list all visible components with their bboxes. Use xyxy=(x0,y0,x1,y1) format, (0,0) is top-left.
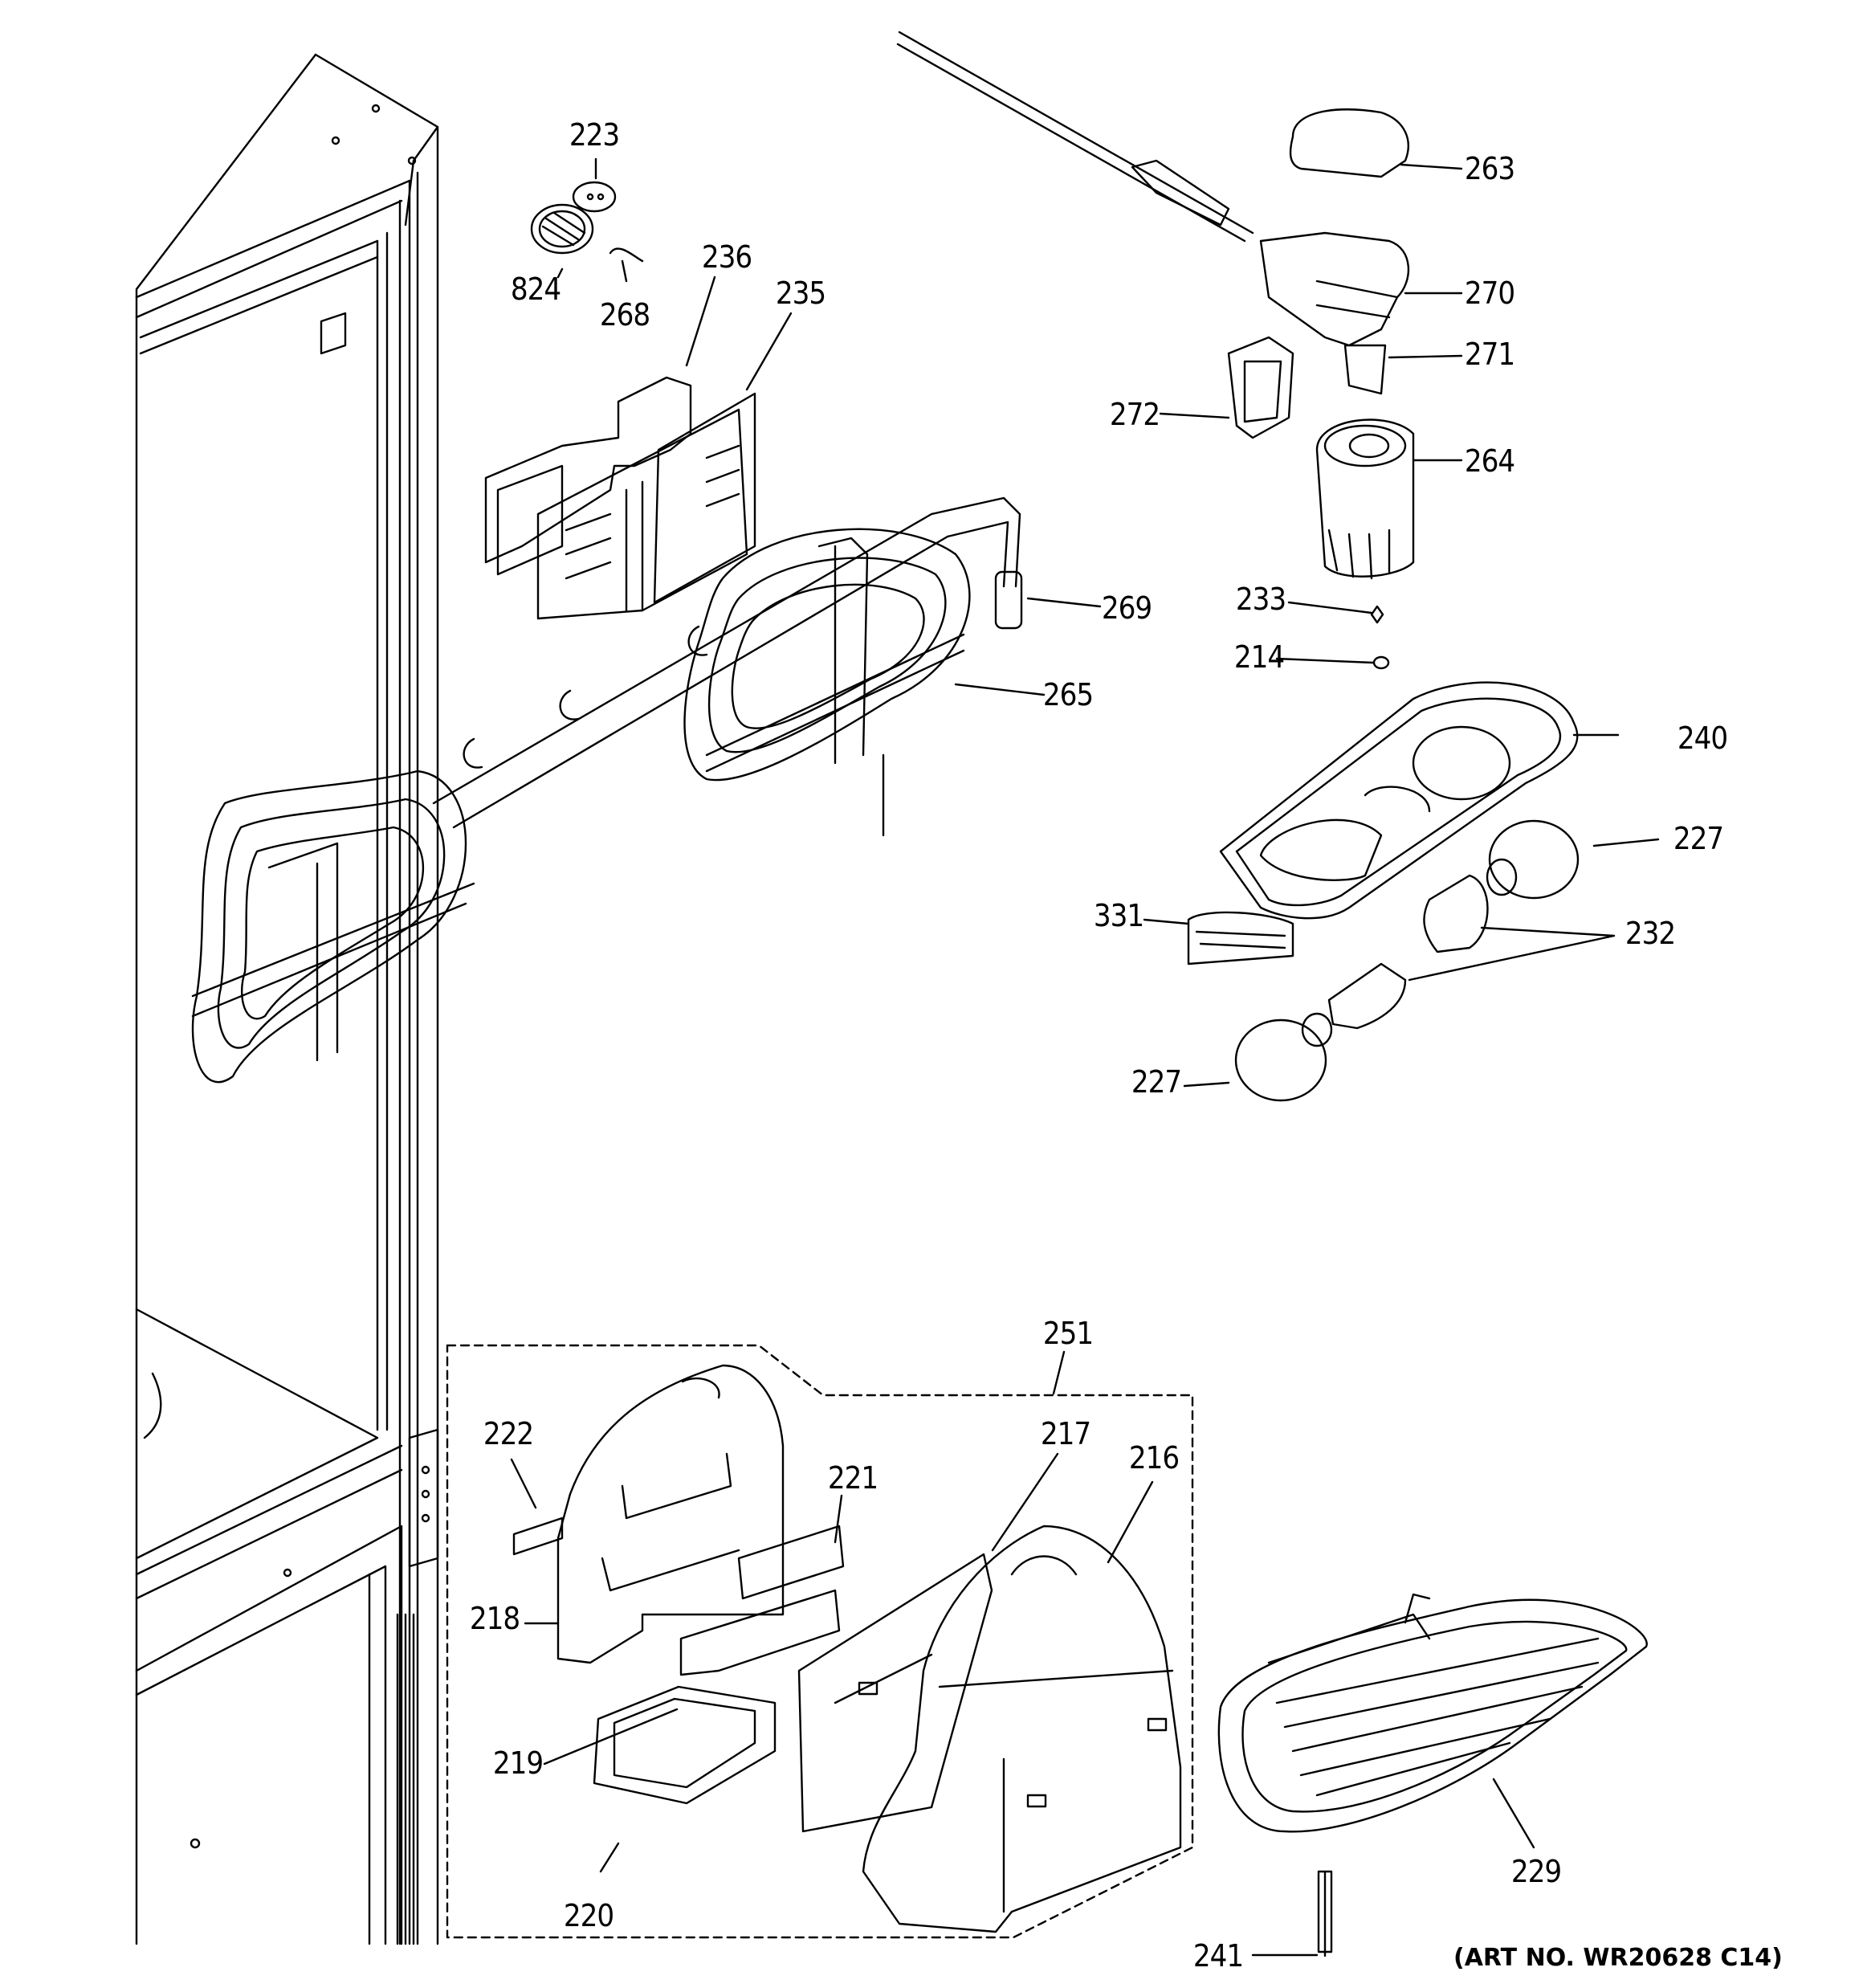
part-label-272: 272 xyxy=(1109,397,1160,432)
part-label-221: 221 xyxy=(827,1460,879,1496)
part-label-270: 270 xyxy=(1464,276,1515,311)
part-label-235: 235 xyxy=(775,276,826,311)
heater-assembly xyxy=(193,498,1021,1082)
part-label-227-upper: 227 xyxy=(1673,821,1724,856)
tray-229-and-screw-241 xyxy=(1219,1594,1647,1956)
part-label-268: 268 xyxy=(599,297,650,333)
part-label-271: 271 xyxy=(1464,337,1515,372)
part-label-269: 269 xyxy=(1101,590,1152,626)
part-label-241: 241 xyxy=(1192,1938,1244,1974)
part-label-223: 223 xyxy=(569,117,620,153)
part-label-217: 217 xyxy=(1040,1416,1091,1451)
cabinet xyxy=(137,55,438,1944)
part-label-218: 218 xyxy=(469,1601,520,1636)
part-label-824: 824 xyxy=(510,271,561,307)
part-label-229: 229 xyxy=(1510,1854,1562,1889)
filter-head-assembly xyxy=(1229,109,1413,668)
part-label-232: 232 xyxy=(1625,916,1676,951)
brackets-236-235 xyxy=(486,378,755,618)
part-label-331: 331 xyxy=(1093,898,1144,933)
part-label-264: 264 xyxy=(1464,443,1515,479)
part-label-219: 219 xyxy=(492,1745,544,1781)
bulbs-and-sockets xyxy=(1188,821,1578,1100)
part-label-220: 220 xyxy=(563,1898,614,1933)
dispenser-group-251 xyxy=(447,1345,1192,1937)
water-line xyxy=(898,32,1253,241)
part-label-265: 265 xyxy=(1042,677,1094,712)
part-label-236: 236 xyxy=(701,239,752,275)
part-label-240: 240 xyxy=(1677,720,1728,756)
part-label-214: 214 xyxy=(1233,639,1285,675)
part-label-251: 251 xyxy=(1042,1316,1094,1351)
part-label-263: 263 xyxy=(1464,151,1515,186)
part-label-222: 222 xyxy=(483,1416,534,1451)
leader-lines xyxy=(512,159,1658,1955)
part-label-233: 233 xyxy=(1235,582,1286,617)
part-label-227-lower: 227 xyxy=(1131,1064,1182,1100)
part-label-216: 216 xyxy=(1128,1440,1180,1476)
light-housing-240 xyxy=(1221,683,1577,919)
small-parts-223-824-268 xyxy=(532,182,642,261)
art-number: (ART NO. WR20628 C14) xyxy=(1453,1944,1783,1972)
